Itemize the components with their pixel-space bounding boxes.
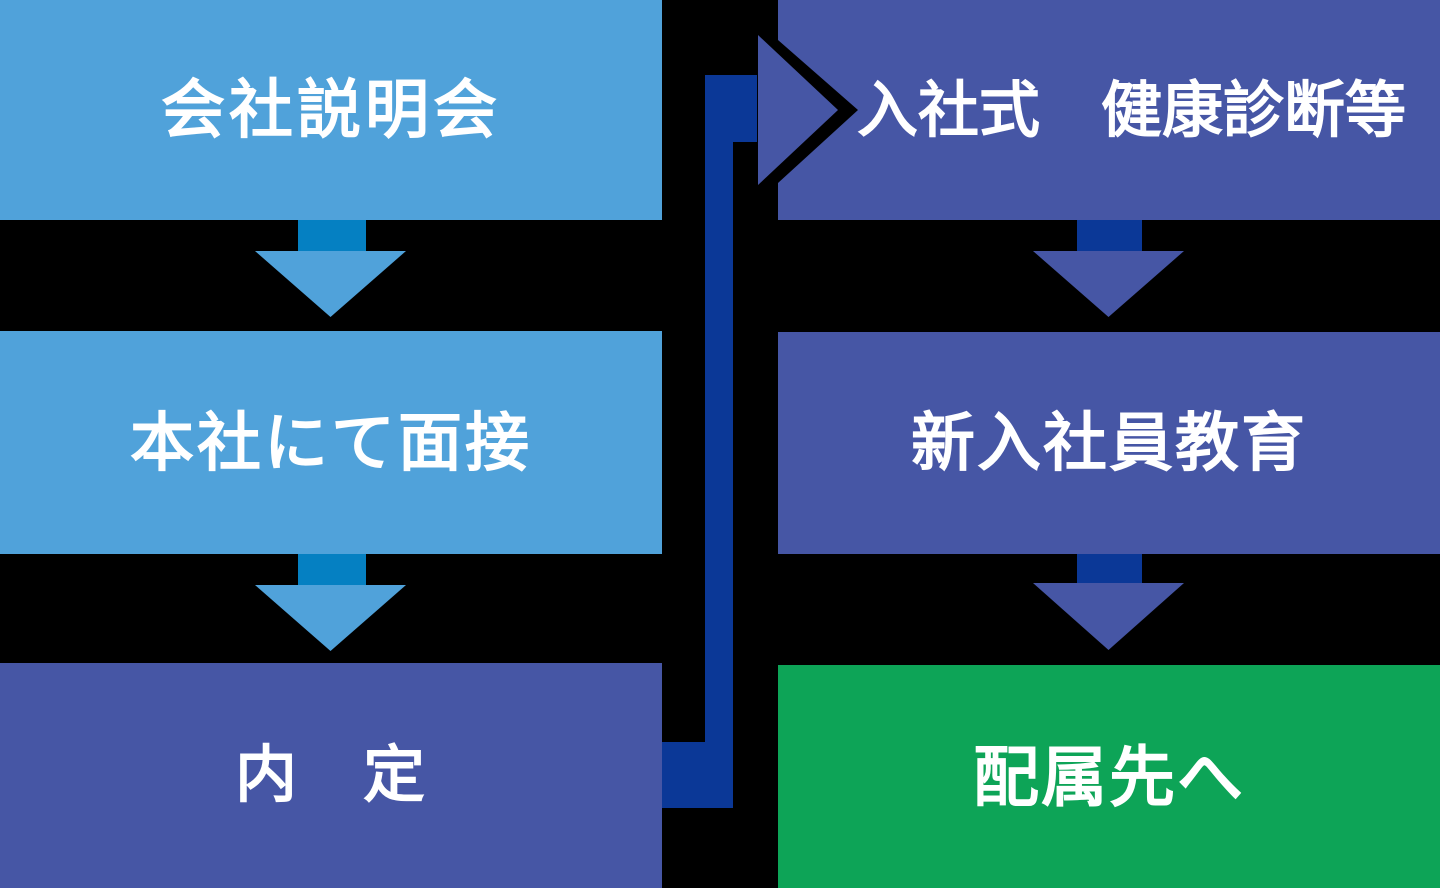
connector-arrow-vertical-bar	[705, 75, 733, 808]
down-arrow-icon-right-1	[1033, 251, 1184, 317]
box-new-employee-training: 新入社員教育	[778, 332, 1440, 554]
down-arrow-stem-right-1	[1077, 220, 1142, 251]
box-entry-ceremony-health-check-label: 入社式 健康診断等	[856, 75, 1406, 144]
down-arrow-stem-right-2	[1077, 554, 1142, 583]
down-arrow-icon-left-2	[255, 585, 406, 651]
down-arrow-icon-right-2	[1033, 583, 1184, 650]
box-assignment-destination-label: 配属先へ	[973, 739, 1245, 814]
box-entry-ceremony-health-check: 入社式 健康診断等	[778, 0, 1440, 220]
box-hq-interview-label: 本社にて面接	[130, 406, 532, 479]
down-arrow-stem-left-2	[298, 554, 366, 585]
down-arrow-icon-left-1	[255, 251, 406, 317]
box-new-employee-training-label: 新入社員教育	[911, 407, 1307, 479]
box-company-info-session: 会社説明会	[0, 0, 662, 220]
connector-arrow-top-stub	[705, 75, 757, 142]
box-job-offer-label: 内 定	[234, 740, 427, 810]
box-company-info-session-label: 会社説明会	[161, 74, 501, 146]
box-job-offer: 内 定	[0, 663, 662, 888]
box-hq-interview: 本社にて面接	[0, 331, 662, 554]
box-assignment-destination: 配属先へ	[778, 665, 1440, 888]
down-arrow-stem-left-1	[298, 220, 366, 251]
